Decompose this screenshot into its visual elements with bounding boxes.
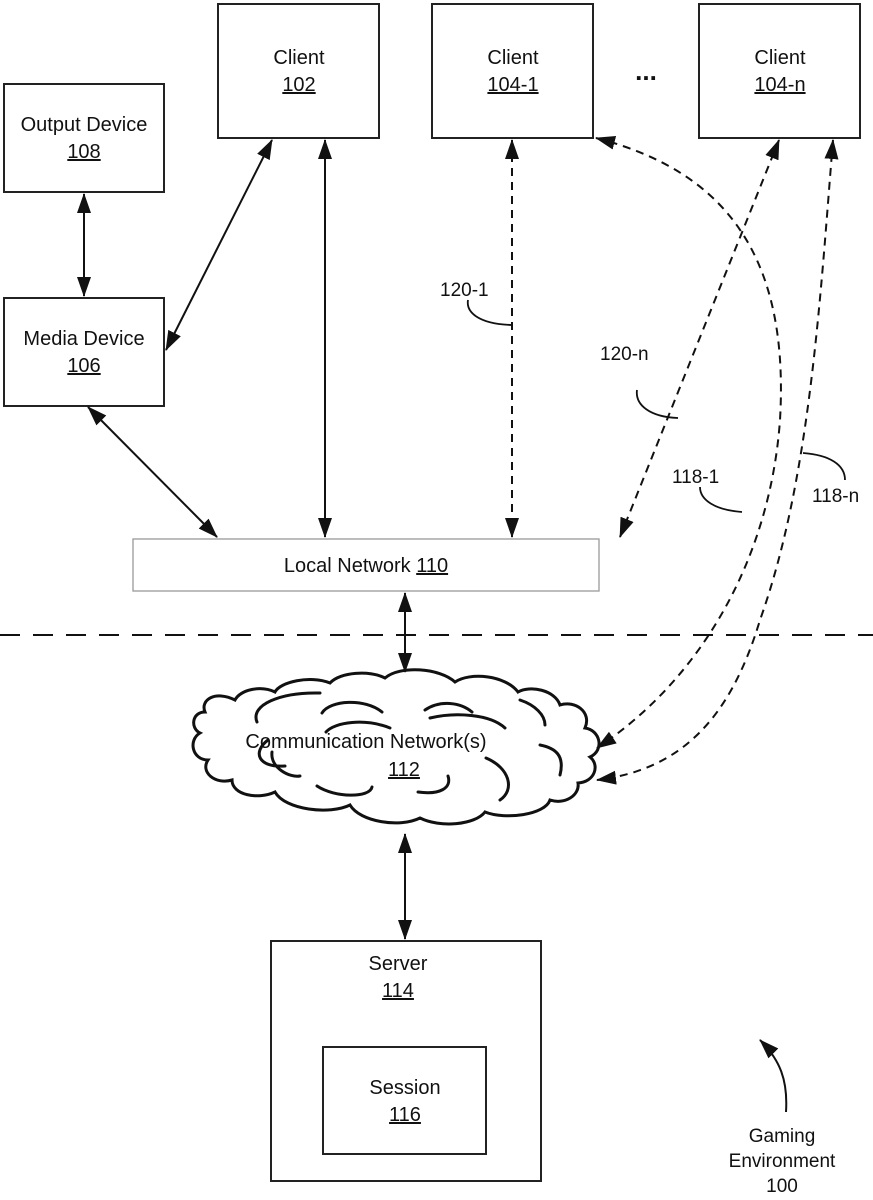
- leader-120-1: [468, 300, 512, 325]
- leader-118-1: [700, 487, 742, 512]
- client-104-n-ref: 104-n: [754, 74, 805, 96]
- media-device-ref: 106: [67, 355, 100, 377]
- output-device-label: Output Device: [21, 114, 148, 136]
- gaming-environment-label: GamingEnvironment: [729, 1126, 836, 1172]
- label-118-1: 118-1: [672, 467, 719, 488]
- gaming-environment-ref: 100: [766, 1176, 798, 1197]
- label-120-n: 120-n: [600, 344, 649, 365]
- gaming-environment-label-line: Gaming: [749, 1126, 816, 1147]
- edge-media-localnet: [88, 407, 217, 537]
- communication-network-label: Communication Network(s): [245, 731, 486, 753]
- label-120-1: 120-1: [440, 280, 489, 301]
- server-label: Server: [369, 953, 428, 975]
- client-102-ref: 102: [282, 74, 315, 96]
- client-104-n-label: Client: [754, 47, 806, 69]
- output-device-ref: 108: [67, 141, 100, 163]
- edge-media-client102: [166, 140, 272, 350]
- edge-client104-1-cloud: [596, 138, 781, 748]
- client-104-n-node: Client 104-n: [699, 4, 860, 138]
- communication-network-ref: 112: [388, 759, 420, 781]
- edge-client104-n-cloud: [597, 140, 833, 780]
- communication-network-cloud: Communication Network(s) 112: [193, 670, 599, 824]
- session-ref: 116: [389, 1104, 421, 1126]
- client-104-1-label: Client: [487, 47, 539, 69]
- media-device-label: Media Device: [23, 328, 144, 350]
- output-device-node: Output Device 108: [4, 84, 164, 192]
- leader-120-n: [637, 390, 678, 418]
- leader-118-n: [803, 453, 845, 480]
- client-102-label: Client: [273, 47, 325, 69]
- session-node: Session 116: [323, 1047, 486, 1154]
- client-102-node: Client 102: [218, 4, 379, 138]
- label-118-n: 118-n: [812, 486, 859, 507]
- server-ref: 114: [382, 980, 414, 1002]
- session-label: Session: [369, 1077, 440, 1099]
- ellipsis-more-clients: ...: [635, 56, 657, 86]
- client-104-1-ref: 104-1: [487, 74, 538, 96]
- client-104-1-node: Client 104-1: [432, 4, 593, 138]
- media-device-node: Media Device 106: [4, 298, 164, 406]
- local-network-ref: 110: [416, 555, 448, 577]
- local-network-node: Local Network 110: [133, 539, 599, 591]
- local-network-text: Local Network 110: [284, 555, 448, 577]
- gaming-environment-label-line: Environment: [729, 1151, 836, 1172]
- gaming-environment-pointer-arrow: [760, 1040, 786, 1112]
- local-network-label: Local Network: [284, 555, 412, 577]
